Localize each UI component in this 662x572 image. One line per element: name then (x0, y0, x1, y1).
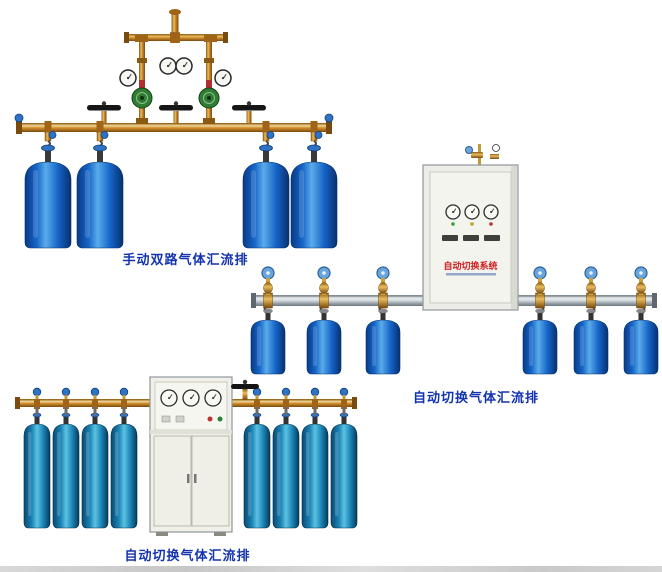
gas-cylinder (243, 412, 271, 529)
gas-cylinder (81, 412, 109, 529)
pressure-gauge (119, 69, 137, 87)
manual-dual-manifold-photo (14, 9, 338, 249)
gas-cylinder (573, 308, 609, 375)
gas-cylinder (301, 412, 329, 529)
gas-cylinder (623, 308, 659, 375)
cabinet-gauge (182, 389, 200, 407)
gas-cylinder (330, 412, 358, 529)
product2-caption: 自动切换气体汇流排 (412, 391, 539, 406)
cabinet-door-left (153, 435, 192, 527)
cabinet-gauge (204, 389, 222, 407)
pressure-gauge (175, 57, 193, 75)
gas-cylinder (365, 308, 401, 375)
auto-switch-manifold-photo: 自动切换系统 (250, 144, 659, 375)
pressure-regulator (131, 79, 153, 109)
gas-cylinder (52, 412, 80, 529)
product3-caption: 自动切换气体汇流排 (124, 549, 251, 564)
cabinet-label: 自动切换系统 (443, 260, 497, 272)
valve-handwheel (231, 379, 259, 400)
door-handle (187, 474, 190, 483)
gas-cylinder (250, 308, 286, 375)
pressure-gauge (159, 57, 177, 75)
cabinet-sublabel-line (446, 273, 496, 276)
cabinet-gauge (445, 204, 461, 220)
control-cabinet: 自动切换系统 (422, 144, 519, 311)
gas-cylinder (522, 308, 558, 375)
cabinet-gauge (483, 204, 499, 220)
gas-cylinder (76, 144, 124, 249)
door-handle (194, 474, 197, 483)
gas-cylinder (23, 412, 51, 529)
pressure-gauge (214, 69, 232, 87)
gas-cylinder (24, 144, 72, 249)
product1-caption: 手动双路气体汇流排 (122, 253, 249, 268)
control-cabinet (149, 376, 233, 536)
cylinder-drop-valves (261, 266, 648, 309)
page-bottom-edge (0, 566, 662, 572)
manifold-pipe (14, 113, 334, 134)
valve-handwheel (87, 101, 121, 123)
valve-handwheel (159, 101, 193, 123)
gas-cylinder (110, 412, 138, 529)
cabinet-gauge (464, 204, 480, 220)
auto-switch-cabinet-manifold-photo (15, 376, 358, 536)
gas-cylinder (306, 308, 342, 375)
valve-handwheel (232, 101, 266, 123)
cabinet-gauge (160, 389, 178, 407)
cabinet-door-right (191, 435, 230, 527)
pressure-regulator (198, 79, 220, 109)
gas-cylinder (272, 412, 300, 529)
